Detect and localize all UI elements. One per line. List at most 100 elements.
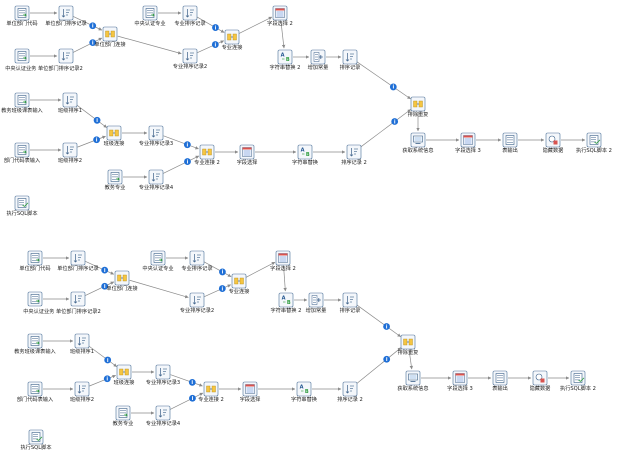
step-table-input[interactable]: 单位部门代码: [19, 250, 51, 272]
step-sort[interactable]: 专业排序记录4: [146, 405, 181, 427]
step-sort[interactable]: 专业排序记录4: [139, 169, 174, 191]
step-sort[interactable]: 专业排序记录3: [146, 364, 180, 386]
hop-info-badge[interactable]: i: [103, 375, 111, 383]
step-merge-join[interactable]: 排除重复: [398, 334, 419, 356]
step-table-input[interactable]: 中央认证专业: [134, 5, 166, 27]
step-table-input[interactable]: 教务专业: [105, 169, 126, 191]
step-sort[interactable]: 班级排序2: [58, 142, 82, 164]
hop-info-badge[interactable]: i: [383, 355, 391, 363]
hop-arrow[interactable]: [169, 392, 204, 410]
hop-arrow[interactable]: [73, 16, 103, 31]
hop-info-badge[interactable]: i: [383, 323, 390, 330]
hop-arrow[interactable]: [85, 260, 115, 275]
step-add-constants[interactable]: 增加常量: [306, 292, 327, 314]
step-system-info[interactable]: 获取系统信息: [397, 370, 429, 392]
step-sql-script[interactable]: 执行SQL脚本 2: [576, 132, 612, 154]
hop-info-badge[interactable]: i: [389, 83, 397, 91]
hop-info-badge[interactable]: i: [212, 24, 219, 31]
hop-arrow[interactable]: [238, 16, 273, 34]
hop-info-badge[interactable]: i: [184, 158, 191, 165]
step-select-values[interactable]: 字段选择 3: [447, 370, 473, 392]
hop-info-badge[interactable]: i: [104, 356, 112, 364]
step-sort[interactable]: 单位部门排序记录: [45, 5, 87, 27]
hop-info-badge[interactable]: i: [188, 378, 196, 386]
hop-arrow[interactable]: [85, 281, 115, 296]
hop-arrow[interactable]: [196, 16, 225, 33]
hop-arrow[interactable]: [408, 349, 414, 370]
hop-arrow[interactable]: [204, 284, 232, 298]
step-add-constants[interactable]: 增加常量: [308, 49, 329, 71]
step-merge-join[interactable]: 单位部门连接: [94, 26, 126, 48]
step-table-output[interactable]: 表输出: [502, 132, 518, 154]
step-hide-data[interactable]: 隐藏数据: [530, 370, 551, 392]
hop-arrow[interactable]: [283, 265, 287, 292]
step-select-values[interactable]: 字段选择: [237, 144, 259, 166]
step-sort[interactable]: 专业排序记录2: [180, 292, 214, 314]
hop-arrow[interactable]: [356, 304, 401, 338]
step-table-input[interactable]: 教务专业: [113, 405, 134, 427]
hop-arrow[interactable]: [72, 37, 103, 53]
step-table-output[interactable]: 表输出: [492, 370, 508, 392]
step-sort[interactable]: 单位部门排序记录: [57, 250, 99, 272]
step-table-input[interactable]: 部门代码表输入: [4, 142, 40, 164]
hop-arrow[interactable]: [360, 109, 412, 148]
hop-arrow[interactable]: [163, 155, 200, 174]
step-sort[interactable]: 专业排序记录3: [139, 125, 173, 147]
hop-info-badge[interactable]: i: [211, 41, 219, 48]
hop-info-badge[interactable]: i: [189, 394, 196, 402]
hop-arrow[interactable]: [129, 279, 189, 299]
step-table-input[interactable]: 部门代码表输入: [17, 381, 53, 403]
hop-info-badge[interactable]: i: [101, 266, 109, 274]
hop-arrow[interactable]: [88, 345, 117, 367]
hop-info-badge[interactable]: i: [89, 22, 97, 30]
step-sort[interactable]: 排序记录: [340, 292, 361, 314]
step-sort[interactable]: 专业排序记录: [174, 5, 206, 27]
hop-info-badge[interactable]: i: [101, 282, 109, 290]
hop-arrow[interactable]: [280, 20, 286, 49]
step-merge-join[interactable]: 排除重复: [408, 96, 429, 118]
hop-arrow[interactable]: [170, 374, 203, 387]
step-select-values[interactable]: 字段选择 3: [455, 132, 481, 154]
step-sort[interactable]: 班级排序2: [70, 381, 94, 403]
hop-info-badge[interactable]: i: [183, 141, 191, 148]
step-table-input[interactable]: 教务班级课表输入: [14, 333, 56, 355]
step-merge-join[interactable]: 单位部门连接: [106, 270, 138, 292]
hop-info-badge[interactable]: i: [218, 285, 226, 292]
hop-arrow[interactable]: [89, 374, 116, 387]
hop-arrow[interactable]: [356, 61, 411, 100]
step-system-info[interactable]: 获取系统信息: [402, 132, 434, 154]
hop-info-badge[interactable]: i: [391, 118, 399, 125]
step-sort[interactable]: 排序记录 2: [341, 144, 367, 166]
step-merge-join[interactable]: 专业连接 2: [198, 381, 224, 403]
step-merge-join[interactable]: 专业连接 2: [194, 144, 220, 166]
step-sort[interactable]: [58, 48, 74, 64]
step-sql-script[interactable]: 执行SQL脚本 2: [560, 370, 596, 392]
hop-arrow[interactable]: [203, 261, 232, 277]
hop-arrow[interactable]: [117, 35, 182, 55]
step-sort[interactable]: 班级排序1: [58, 92, 82, 114]
step-sort[interactable]: 班级排序1: [70, 333, 94, 355]
hop-arrow[interactable]: [245, 261, 276, 278]
step-merge-join[interactable]: 班级连接: [104, 125, 125, 147]
step-hide-data[interactable]: 隐藏数据: [543, 132, 564, 154]
step-sort[interactable]: 专业排序记录: [181, 250, 213, 272]
hop-arrow[interactable]: [355, 347, 402, 385]
step-sql-script[interactable]: 执行SQL脚本: [20, 429, 52, 451]
step-sort[interactable]: 排序记录 2: [337, 381, 363, 403]
hop-info-badge[interactable]: i: [93, 116, 101, 124]
step-table-input[interactable]: 教务班级课表输入: [1, 92, 43, 114]
step-sort[interactable]: 专业排序记录2: [173, 48, 207, 70]
step-merge-join[interactable]: 班级连接: [114, 364, 135, 386]
step-table-input[interactable]: [27, 291, 43, 307]
step-merge-join[interactable]: 专业连接: [222, 29, 243, 51]
step-table-input[interactable]: 中央认证专业: [142, 250, 174, 272]
step-merge-join[interactable]: 专业连接: [229, 273, 250, 295]
hop-arrow[interactable]: [77, 135, 106, 148]
hop-info-badge[interactable]: i: [219, 268, 226, 276]
hop-arrow[interactable]: [163, 135, 199, 150]
step-sort[interactable]: [70, 291, 86, 307]
